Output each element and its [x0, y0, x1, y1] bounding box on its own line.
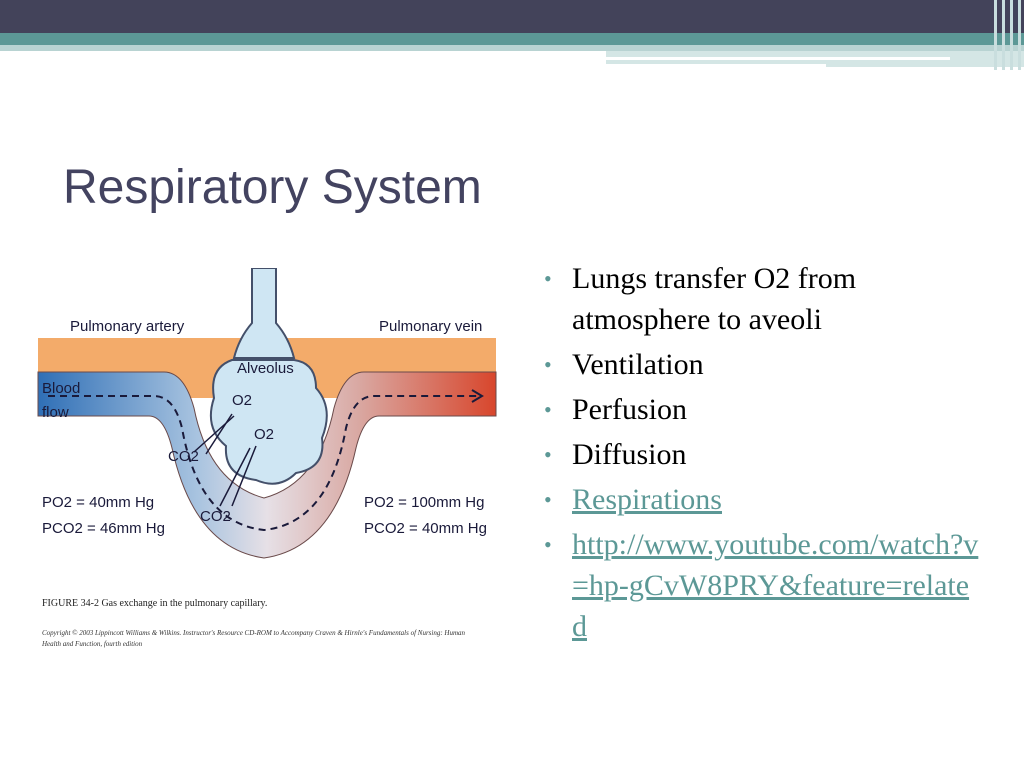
po2-left-label: PO2 = 40mm Hg — [42, 494, 155, 511]
header-teal-bar — [0, 33, 1024, 45]
header-stripe — [994, 0, 997, 70]
respirations-link[interactable]: Respirations — [572, 483, 722, 516]
pulmonary-vein-label: Pulmonary vein — [379, 318, 483, 335]
pco2-right-label: PCO2 = 40mm Hg — [364, 520, 487, 537]
figure-copyright: Copyright © 2003 Lippincott Williams & W… — [42, 629, 466, 648]
bullet-text: Diffusion — [572, 438, 687, 471]
flow-arrowhead — [471, 389, 484, 403]
bullet-item: • Lungs transfer O2 from atmosphere to av… — [540, 258, 980, 340]
header-right-line — [606, 57, 950, 60]
flow-arrow — [48, 395, 479, 532]
o2-arrow — [231, 445, 257, 507]
header-light-bar — [0, 45, 1024, 51]
bullet-icon: • — [544, 352, 552, 377]
slide-title: Respiratory System — [63, 161, 482, 214]
pco2-left-label: PCO2 = 46mm Hg — [42, 520, 165, 537]
header-dark-bar — [0, 0, 1024, 33]
figure-caption: FIGURE 34-2 Gas exchange in the pulmonar… — [42, 598, 268, 609]
bullet-item: • http://www.youtube.com/watch?v=hp-gCvW8… — [540, 524, 980, 647]
bullet-icon: • — [544, 397, 552, 422]
co2-arrow — [219, 447, 251, 507]
co2-label: CO2 — [200, 508, 231, 525]
bullet-icon: • — [544, 487, 552, 512]
o2-label: O2 — [254, 426, 275, 443]
alveolus-label: Alveolus — [237, 360, 294, 377]
blood-label: Blood — [42, 380, 81, 397]
bullet-icon: • — [544, 442, 552, 467]
gas-exchange-figure: Pulmonary artery Pulmonary vein Alveolus… — [34, 267, 500, 648]
alveolus-sac — [210, 359, 328, 485]
co2-arrow — [193, 415, 235, 453]
bullet-text: Ventilation — [572, 348, 704, 381]
bullet-icon: • — [544, 532, 552, 557]
flow-label: flow — [42, 404, 69, 421]
bullet-list: • Lungs transfer O2 from atmosphere to av… — [540, 258, 980, 651]
airway — [232, 267, 296, 359]
capillary-vessel — [37, 371, 497, 559]
bullet-text: Perfusion — [572, 393, 687, 426]
header-right-line — [606, 64, 826, 67]
gas-exchange-diagram — [37, 267, 497, 559]
bullet-text: Lungs transfer O2 from atmosphere to ave… — [572, 262, 857, 336]
bullet-icon: • — [544, 266, 552, 291]
o2-arrow — [205, 413, 233, 455]
po2-right-label: PO2 = 100mm Hg — [364, 494, 485, 511]
bullet-item: • Diffusion — [540, 434, 980, 475]
bullet-item: • Respirations — [540, 479, 980, 520]
header-stripe — [1010, 0, 1013, 70]
pulmonary-artery-label: Pulmonary artery — [70, 318, 185, 335]
o2-label: O2 — [232, 392, 253, 409]
youtube-link[interactable]: http://www.youtube.com/watch?v=hp-gCvW8P… — [572, 528, 979, 643]
header-stripe — [1018, 0, 1021, 70]
bullet-item: • Perfusion — [540, 389, 980, 430]
co2-label: CO2 — [168, 448, 199, 465]
header-stripe — [1002, 0, 1005, 70]
bullet-item: • Ventilation — [540, 344, 980, 385]
